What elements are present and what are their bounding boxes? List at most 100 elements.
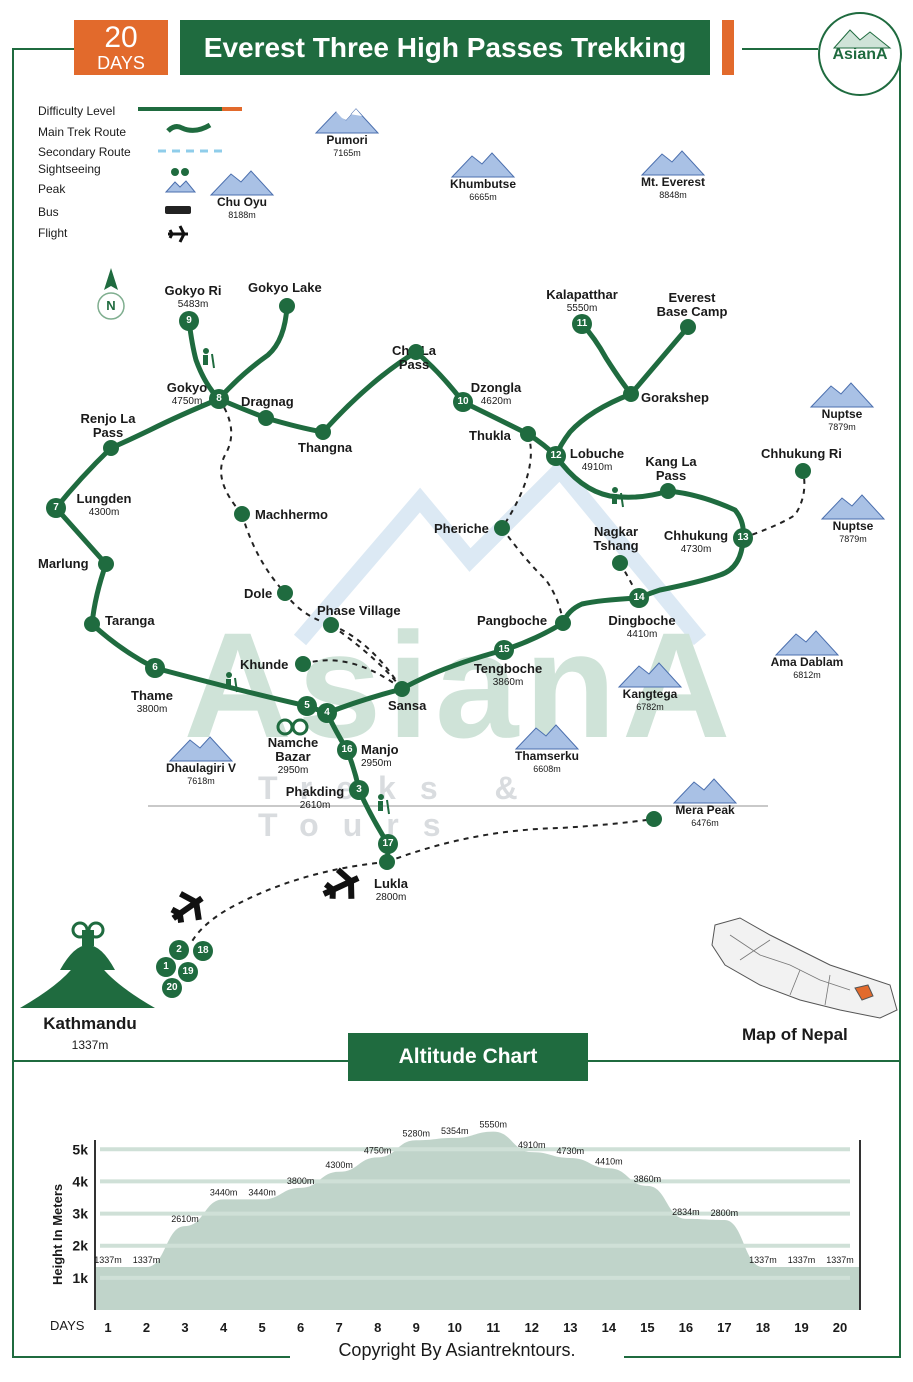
day-node: 20 bbox=[162, 978, 182, 998]
legend-label: Bus bbox=[38, 205, 59, 219]
mountain-icon bbox=[672, 778, 738, 804]
place-name: Lobuche bbox=[569, 446, 625, 461]
peak-label: Ama Dablam 6812m bbox=[747, 628, 867, 682]
location-dot bbox=[394, 681, 410, 697]
altitude-label: 4750m bbox=[364, 1145, 392, 1155]
peak-name: Pumori bbox=[326, 133, 368, 147]
peak-label: Thamserku 6608m bbox=[487, 722, 607, 776]
location-dot bbox=[680, 319, 696, 335]
mountain-icon bbox=[820, 494, 886, 520]
legend-label: Main Trek Route bbox=[38, 125, 127, 139]
kathmandu-label: Kathmandu bbox=[43, 1014, 137, 1033]
x-tick-label: 8 bbox=[374, 1320, 381, 1335]
place-name: Pangboche bbox=[477, 613, 548, 628]
peak-name: Chu Oyu bbox=[217, 195, 267, 209]
legend-item: Peak bbox=[38, 182, 65, 196]
place-name: Renjo La Pass bbox=[80, 411, 136, 440]
day-node: 3 bbox=[349, 780, 369, 800]
place-label: Gokyo Lake bbox=[248, 281, 322, 295]
day-node: 11 bbox=[572, 314, 592, 334]
altitude-label: 5354m bbox=[441, 1126, 469, 1136]
day-node: 12 bbox=[546, 446, 566, 466]
place-altitude: 4910m bbox=[581, 462, 613, 473]
hiker-icon bbox=[612, 487, 624, 508]
y-tick-label: 4k bbox=[72, 1173, 88, 1189]
mountain-icon bbox=[617, 662, 683, 688]
legend-label: Flight bbox=[38, 226, 68, 240]
x-tick-label: 3 bbox=[181, 1320, 188, 1335]
peak-icon bbox=[164, 180, 197, 193]
day-node: 10 bbox=[453, 392, 473, 412]
plane-icon bbox=[322, 867, 360, 899]
peak-altitude: 7879m bbox=[828, 422, 856, 432]
place-altitude: 2950m bbox=[277, 765, 309, 776]
altitude-label: 1337m bbox=[94, 1255, 122, 1265]
place-altitude: 4620m bbox=[480, 396, 512, 407]
place-name: Sansa bbox=[388, 698, 427, 713]
north-arrow-icon bbox=[97, 268, 125, 320]
x-tick-label: 13 bbox=[563, 1320, 577, 1335]
x-tick-label: 4 bbox=[220, 1320, 228, 1335]
place-label: Chhukung Ri bbox=[761, 447, 842, 461]
location-dot bbox=[315, 424, 331, 440]
location-dot bbox=[323, 617, 339, 633]
mountain-icon bbox=[809, 382, 875, 408]
place-name: Nagkar Tshang bbox=[593, 524, 639, 553]
day-node: 7 bbox=[46, 498, 66, 518]
day-node: 6 bbox=[145, 658, 165, 678]
place-label: Machhermo bbox=[255, 508, 328, 522]
place-altitude: 5483m bbox=[177, 299, 209, 310]
frame-top-edge bbox=[12, 48, 74, 50]
place-altitude: 4730m bbox=[680, 544, 712, 555]
copyright-text: Copyright By Asiantrekntours. bbox=[290, 1340, 624, 1361]
x-tick-label: 20 bbox=[833, 1320, 847, 1335]
day-node: 4 bbox=[317, 703, 337, 723]
logo-mountain-icon bbox=[832, 29, 892, 49]
page-title: Everest Three High Passes Trekking bbox=[180, 20, 710, 75]
mountain-icon bbox=[514, 724, 580, 750]
place-label: Taranga bbox=[105, 614, 155, 628]
x-tick-label: 15 bbox=[640, 1320, 654, 1335]
x-tick-label: 14 bbox=[602, 1320, 617, 1335]
altitude-label: 4910m bbox=[518, 1140, 546, 1150]
altitude-label: 4730m bbox=[557, 1146, 585, 1156]
location-dot bbox=[520, 426, 536, 442]
legend-item: Secondary Route bbox=[38, 145, 131, 159]
altitude-label: 1337m bbox=[749, 1255, 777, 1265]
place-label: Everest Base Camp bbox=[652, 291, 732, 319]
peak-name: Dhaulagiri V bbox=[165, 761, 236, 775]
location-dot bbox=[646, 811, 662, 827]
place-altitude: 4410m bbox=[626, 629, 658, 640]
main-route-line bbox=[166, 122, 212, 133]
hiker-icon bbox=[203, 348, 215, 369]
watermark-mountain bbox=[148, 458, 768, 807]
peak-altitude: 6476m bbox=[691, 818, 719, 828]
x-tick-label: 12 bbox=[525, 1320, 539, 1335]
place-name: Dzongla bbox=[470, 380, 522, 395]
place-name: Thangna bbox=[298, 440, 353, 455]
days-badge: 20 DAYS bbox=[74, 20, 168, 75]
legend-item: Sightseeing bbox=[38, 162, 101, 176]
place-name: Phakding bbox=[285, 784, 345, 799]
place-label: Sansa bbox=[388, 699, 426, 713]
x-tick-label: 19 bbox=[794, 1320, 808, 1335]
plane-icon bbox=[168, 225, 188, 243]
y-tick-label: 5k bbox=[72, 1141, 88, 1157]
plane-icon bbox=[170, 891, 204, 924]
nepal-map bbox=[711, 917, 898, 1019]
x-tick-label: 18 bbox=[756, 1320, 770, 1335]
peak-name: Nuptse bbox=[821, 407, 863, 421]
place-altitude: 3860m bbox=[492, 677, 524, 688]
altitude-label: 1337m bbox=[788, 1255, 816, 1265]
place-name: Gorakshep bbox=[641, 390, 709, 405]
place-label: Marlung bbox=[38, 557, 89, 571]
place-altitude: 2950m bbox=[361, 758, 392, 769]
day-node: 18 bbox=[193, 941, 213, 961]
peak-altitude: 7165m bbox=[333, 148, 361, 158]
peak-name: Ama Dablam bbox=[770, 655, 844, 669]
